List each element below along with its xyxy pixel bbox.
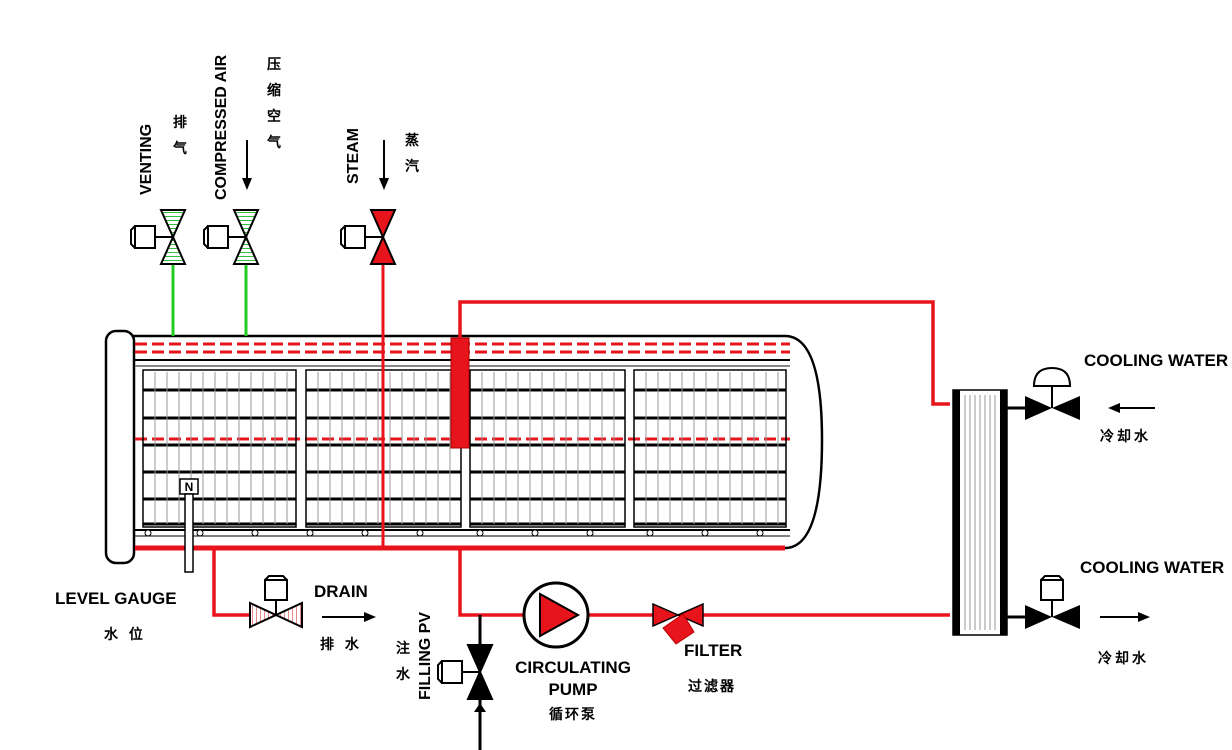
- cooling-water-out-label: COOLING WATER: [1080, 558, 1225, 577]
- compressed-air-arrow: [242, 140, 252, 190]
- vessel-door: [104, 329, 136, 565]
- drain-label-zh: 排 水: [320, 637, 359, 653]
- drain-valve[interactable]: [249, 575, 303, 629]
- level-gauge-marker: N: [185, 480, 194, 494]
- filling-label: FILLING PV: [417, 612, 434, 700]
- circulation-pipes: [212, 300, 950, 617]
- compressed-air-valve[interactable]: [203, 209, 260, 265]
- venting-label-zh: 排气: [173, 115, 187, 157]
- heat-exchanger: [952, 389, 1025, 636]
- spray-header: [450, 337, 470, 449]
- cooling-water-in-arrow: [1108, 403, 1155, 413]
- pump-label-line1: CIRCULATING: [515, 658, 631, 677]
- cooling-water-in-label-zh: 冷却水: [1100, 429, 1151, 445]
- compressed-air-label-zh: 压缩空气: [267, 57, 281, 151]
- filter[interactable]: [652, 602, 704, 645]
- cooling-water-in-label: COOLING WATER: [1084, 351, 1229, 370]
- basket-4: [633, 369, 787, 528]
- pump-label-zh: 循环泵: [549, 707, 597, 723]
- filter-label-zh: 过滤器: [688, 679, 736, 695]
- level-gauge-label-zh: 水 位: [104, 627, 143, 643]
- cooling-water-out-valve[interactable]: [1025, 575, 1080, 629]
- basket-3: [469, 369, 626, 528]
- drain-arrow: [322, 612, 376, 622]
- drain-label: DRAIN: [314, 582, 368, 601]
- compressed-air-label: COMPRESSED AIR: [213, 54, 230, 200]
- basket-1: [142, 369, 297, 528]
- level-gauge: N: [179, 478, 199, 573]
- steam-label-zh: 蒸汽: [405, 133, 419, 175]
- steam-valve[interactable]: [340, 209, 397, 265]
- filling-valve[interactable]: [437, 615, 494, 750]
- filling-label-zh: 注水: [396, 641, 410, 683]
- steam-label: STEAM: [345, 128, 362, 184]
- level-gauge-label: LEVEL GAUGE: [55, 589, 177, 608]
- pump-label-line2: PUMP: [548, 680, 598, 699]
- cooling-water-in-valve[interactable]: [1025, 366, 1080, 420]
- cooling-water-out-label-zh: 冷却水: [1098, 651, 1149, 667]
- filter-label: FILTER: [684, 641, 743, 660]
- venting-label: VENTING: [138, 123, 155, 195]
- circulating-pump[interactable]: [522, 581, 590, 649]
- steam-arrow: [379, 140, 389, 190]
- venting-valve[interactable]: [130, 209, 187, 265]
- cooling-water-out-arrow: [1100, 612, 1150, 622]
